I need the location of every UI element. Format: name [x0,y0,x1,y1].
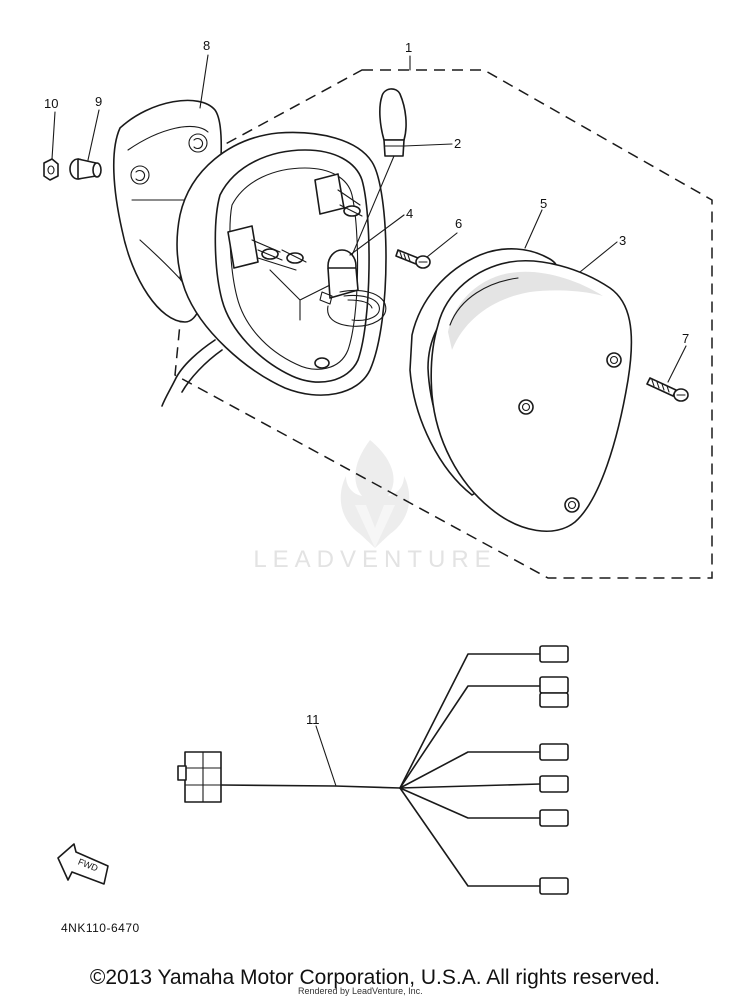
tail-light-housing [161,131,387,407]
leader-lines [51,54,687,787]
watermark-flame-icon [340,440,410,548]
part-6-screw [395,249,431,269]
fwd-arrow-icon: FWD [57,843,109,885]
watermark: LEADVENTURE [253,440,496,573]
part-3-lens [430,260,633,532]
part-11-wire-harness [177,645,569,895]
callout-3: 3 [619,233,626,248]
callout-2: 2 [454,136,461,151]
part-7-screw [646,377,689,402]
part-10-nut [43,158,59,181]
callout-4: 4 [406,206,413,221]
callout-9: 9 [95,94,102,109]
part-2-bulb [349,88,407,261]
callout-1: 1 [405,40,412,55]
copyright-notice: ©2013 Yamaha Motor Corporation, U.S.A. A… [89,966,661,989]
callout-5: 5 [540,196,547,211]
callout-8: 8 [203,38,210,53]
diagram-code: 4NK110-6470 [61,921,140,935]
callout-10: 10 [44,96,58,111]
callouts: 1 2 3 4 5 6 7 8 9 10 11 [44,38,689,727]
watermark-text: LEADVENTURE [253,546,496,573]
part-9-grommet [69,158,102,180]
callout-11: 11 [306,712,320,727]
callout-7: 7 [682,331,689,346]
callout-6: 6 [455,216,462,231]
part-4-socket [319,249,387,327]
rendered-by-notice: Rendered by LeadVenture, Inc. [298,986,423,996]
